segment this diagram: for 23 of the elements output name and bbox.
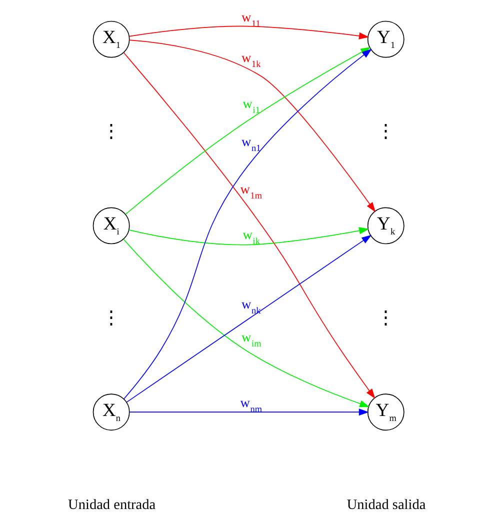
- label: ⋮: [102, 121, 120, 142]
- node-circle: Y$_{m}$: [366, 394, 404, 431]
- arrow: [128, 408, 368, 416]
- node-circle: X$_{n}$: [92, 394, 130, 431]
- node-circle: X$_{1}$: [92, 20, 130, 58]
- node-circle: Y$_{1}$: [366, 20, 404, 58]
- edge-label: w$_{i1}$: [242, 96, 260, 115]
- edge-label: w$_{nk}$: [240, 296, 260, 316]
- node-circle: X$_{i}$: [92, 207, 130, 244]
- label: Unidad salida: [346, 496, 426, 513]
- node-circle: Y$_{k}$: [366, 207, 404, 244]
- edge-label: w$_{1m}$: [240, 182, 262, 201]
- edge-label: w$_{ik}$: [242, 226, 260, 246]
- label: Unidad entrada: [68, 496, 156, 513]
- label: ⋮: [376, 308, 394, 328]
- edge-label: w$_{n1}$: [240, 134, 260, 153]
- arrow: [128, 26, 369, 40]
- edge-label: w$_{im}$: [240, 329, 261, 348]
- label: ⋮: [102, 308, 120, 328]
- edge-label: w$_{1k}$: [240, 50, 260, 69]
- edge-label: w$_{nm}$: [240, 394, 262, 414]
- arrow: [128, 227, 369, 246]
- label: ⋮: [376, 121, 394, 142]
